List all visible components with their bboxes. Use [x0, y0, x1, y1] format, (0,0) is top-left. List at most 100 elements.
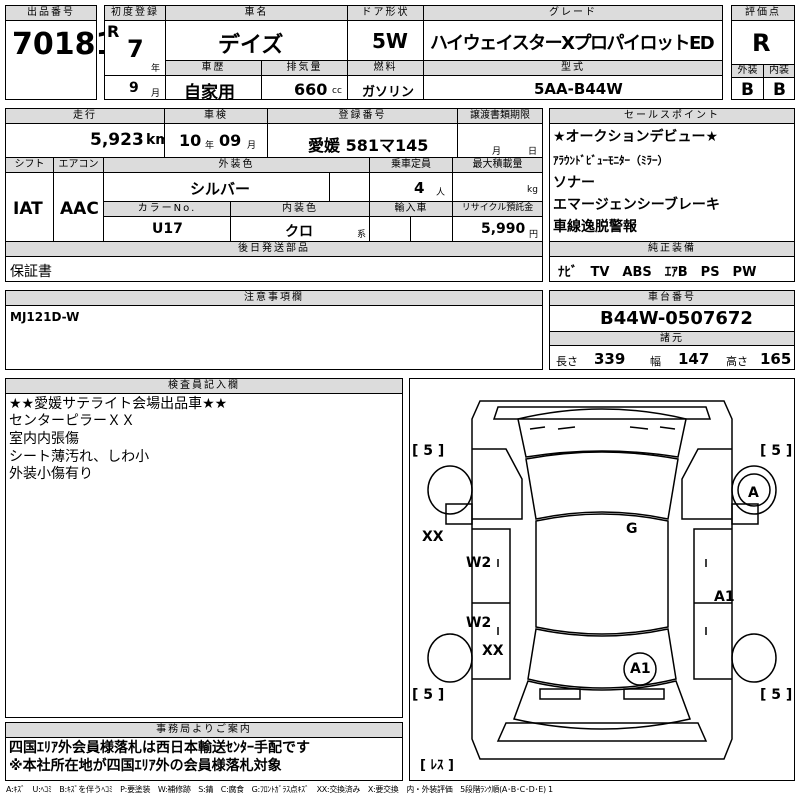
later-parts-cell: 保証書 — [5, 256, 543, 282]
rear-plate — [539, 688, 581, 700]
length: 339 — [594, 350, 626, 368]
later-parts: 保証書 — [10, 264, 52, 280]
mark-a: A — [748, 485, 759, 501]
era: R — [107, 22, 120, 41]
damage-a-circle — [737, 473, 771, 507]
roof — [535, 513, 669, 635]
exterior-header: 外装 — [731, 64, 764, 78]
shift-cell: IAT — [5, 172, 54, 242]
chassis-header: 車台番号 — [549, 290, 795, 306]
model-cell: デイズ — [165, 20, 348, 61]
mileage-header: 走行 — [5, 108, 165, 124]
equipment-cell: ﾅﾋﾞ TV ABS ｴｱB PS PW — [549, 256, 795, 282]
model-header: 車名 — [165, 5, 348, 21]
height-label: 高さ — [726, 355, 748, 368]
inspection-month-unit: 月 — [247, 141, 257, 151]
right-mirror — [731, 503, 759, 525]
inspector-line-3: 室内内張傷 — [9, 431, 79, 447]
mark-a1-right: A1 — [714, 589, 735, 605]
wheel-fl — [427, 465, 473, 515]
plate-number: 愛媛 581マ145 — [308, 136, 429, 155]
lot-no-cell: 70181 — [5, 20, 116, 100]
exterior-cell: B — [731, 77, 764, 100]
sales-point-5: 車線逸脱警報 — [553, 219, 637, 235]
exterior-score: B — [741, 80, 754, 100]
fuel-header: 燃料 — [347, 60, 424, 76]
first-reg-year: 7 — [127, 35, 144, 63]
caution-note: MJ121D-W — [10, 310, 80, 324]
fuel-cell: ガソリン — [347, 75, 424, 100]
mileage-cell: 5,923 km — [5, 123, 170, 158]
chassis-cell: B44W-0507672 — [549, 305, 795, 332]
displacement-unit: cc — [332, 86, 342, 96]
office-line-2: ※本社所在地が四国ｴﾘｱ外の会員様落札対象 — [9, 758, 282, 774]
import-cell-2 — [410, 216, 453, 242]
color-cell: シルバー — [103, 172, 330, 202]
max-load-header: 最大積載量 — [452, 157, 543, 173]
grade: ハイウェイスターXプロパイロットED — [430, 33, 715, 54]
equipment-header: 純正装備 — [549, 241, 795, 257]
ac-cell: AAC — [53, 172, 104, 242]
transfer-day-unit: 日 — [528, 147, 538, 157]
inspector-line-2: センターピラーＸＸ — [9, 413, 135, 429]
recycle-cell: 5,990 円 — [452, 216, 543, 242]
interior-cell: B — [763, 77, 795, 100]
rear-window — [527, 628, 677, 689]
tire-rr-label: [ 5 ] — [760, 687, 792, 703]
type-header: 型式 — [423, 60, 723, 76]
door-shape: 5W — [372, 29, 408, 53]
width: 147 — [678, 350, 710, 368]
office-header: 事務局よりご案内 — [5, 722, 403, 738]
inspection-month: 09 — [219, 131, 242, 150]
transfer-month-unit: 月 — [492, 147, 502, 157]
wheel-rr — [731, 633, 777, 683]
damage-diagram: [ 5 ] [ 5 ] [ 5 ] [ 5 ] [ ﾚｽ ] A G XX W2… — [409, 378, 795, 781]
wheel-fr — [731, 465, 777, 515]
right-front-fender — [681, 448, 732, 520]
first-reg-cell: R 7 年 — [104, 20, 166, 76]
door-cell: 5W — [347, 20, 424, 61]
left-mirror — [445, 503, 473, 525]
capacity-unit: 人 — [436, 188, 446, 198]
dims-header: 諸元 — [549, 331, 795, 346]
tire-fl-label: [ 5 ] — [412, 443, 444, 459]
mark-a1-rear: A1 — [630, 661, 651, 677]
first-reg-month-cell: 9 月 — [104, 75, 166, 100]
displacement-header: 排気量 — [261, 60, 348, 76]
equipment: ﾅﾋﾞ TV ABS ｴｱB PS PW — [558, 265, 757, 280]
displacement-cell: 660 cc — [261, 75, 348, 100]
first-reg-header: 初度登録 — [104, 5, 166, 21]
max-load-cell: kg — [452, 172, 543, 202]
score-header: 評価点 — [731, 5, 795, 21]
interior-score: B — [773, 80, 786, 100]
shift: IAT — [13, 199, 43, 219]
color-header: 外装色 — [103, 157, 370, 173]
interior-header: 内装 — [763, 64, 795, 78]
later-parts-header: 後日発送部品 — [5, 241, 543, 257]
sales-point-1: ★オークションデビュー★ — [553, 129, 719, 145]
mark-w2-lower: W2 — [466, 615, 491, 631]
transfer-cell: 月 日 — [457, 123, 543, 158]
width-label: 幅 — [650, 355, 661, 368]
int-color-cell: クロ 系 — [230, 216, 370, 242]
inspector-header: 検査員記入欄 — [5, 378, 403, 394]
grade-cell: ハイウェイスターXプロパイロットED — [423, 20, 723, 61]
tire-rl-label: [ 5 ] — [412, 687, 444, 703]
lot-no-header: 出品番号 — [5, 5, 97, 21]
sales-points-cell: ★オークションデビュー★ ｱﾗｳﾝﾄﾞﾋﾞｭｰﾓﾆﾀｰ（ﾐﾗｰ） ソナー エマー… — [549, 123, 795, 242]
inspector-line-5: 外装小傷有り — [9, 466, 93, 482]
plate-header: 登録番号 — [267, 108, 458, 124]
car-diagram-svg: [ 5 ] [ 5 ] [ 5 ] [ 5 ] [ ﾚｽ ] A G XX W2… — [412, 400, 792, 773]
right-doors — [693, 528, 732, 680]
caution-header: 注意事項欄 — [5, 290, 543, 306]
import-cell — [369, 216, 411, 242]
score-cell: R — [731, 20, 795, 65]
office-line-1: 四国ｴﾘｱ外会員様落札は西日本輸送ｾﾝﾀｰ手配です — [9, 740, 310, 756]
color-cell-extra — [329, 172, 370, 202]
windscreen — [525, 451, 679, 520]
height: 165 — [760, 350, 792, 368]
left-front-fender — [472, 448, 523, 520]
dims-cell: 長さ 339 幅 147 高さ 165 — [549, 345, 795, 370]
history-cell: 自家用 — [165, 75, 262, 103]
color-no-cell: U17 — [103, 216, 231, 242]
